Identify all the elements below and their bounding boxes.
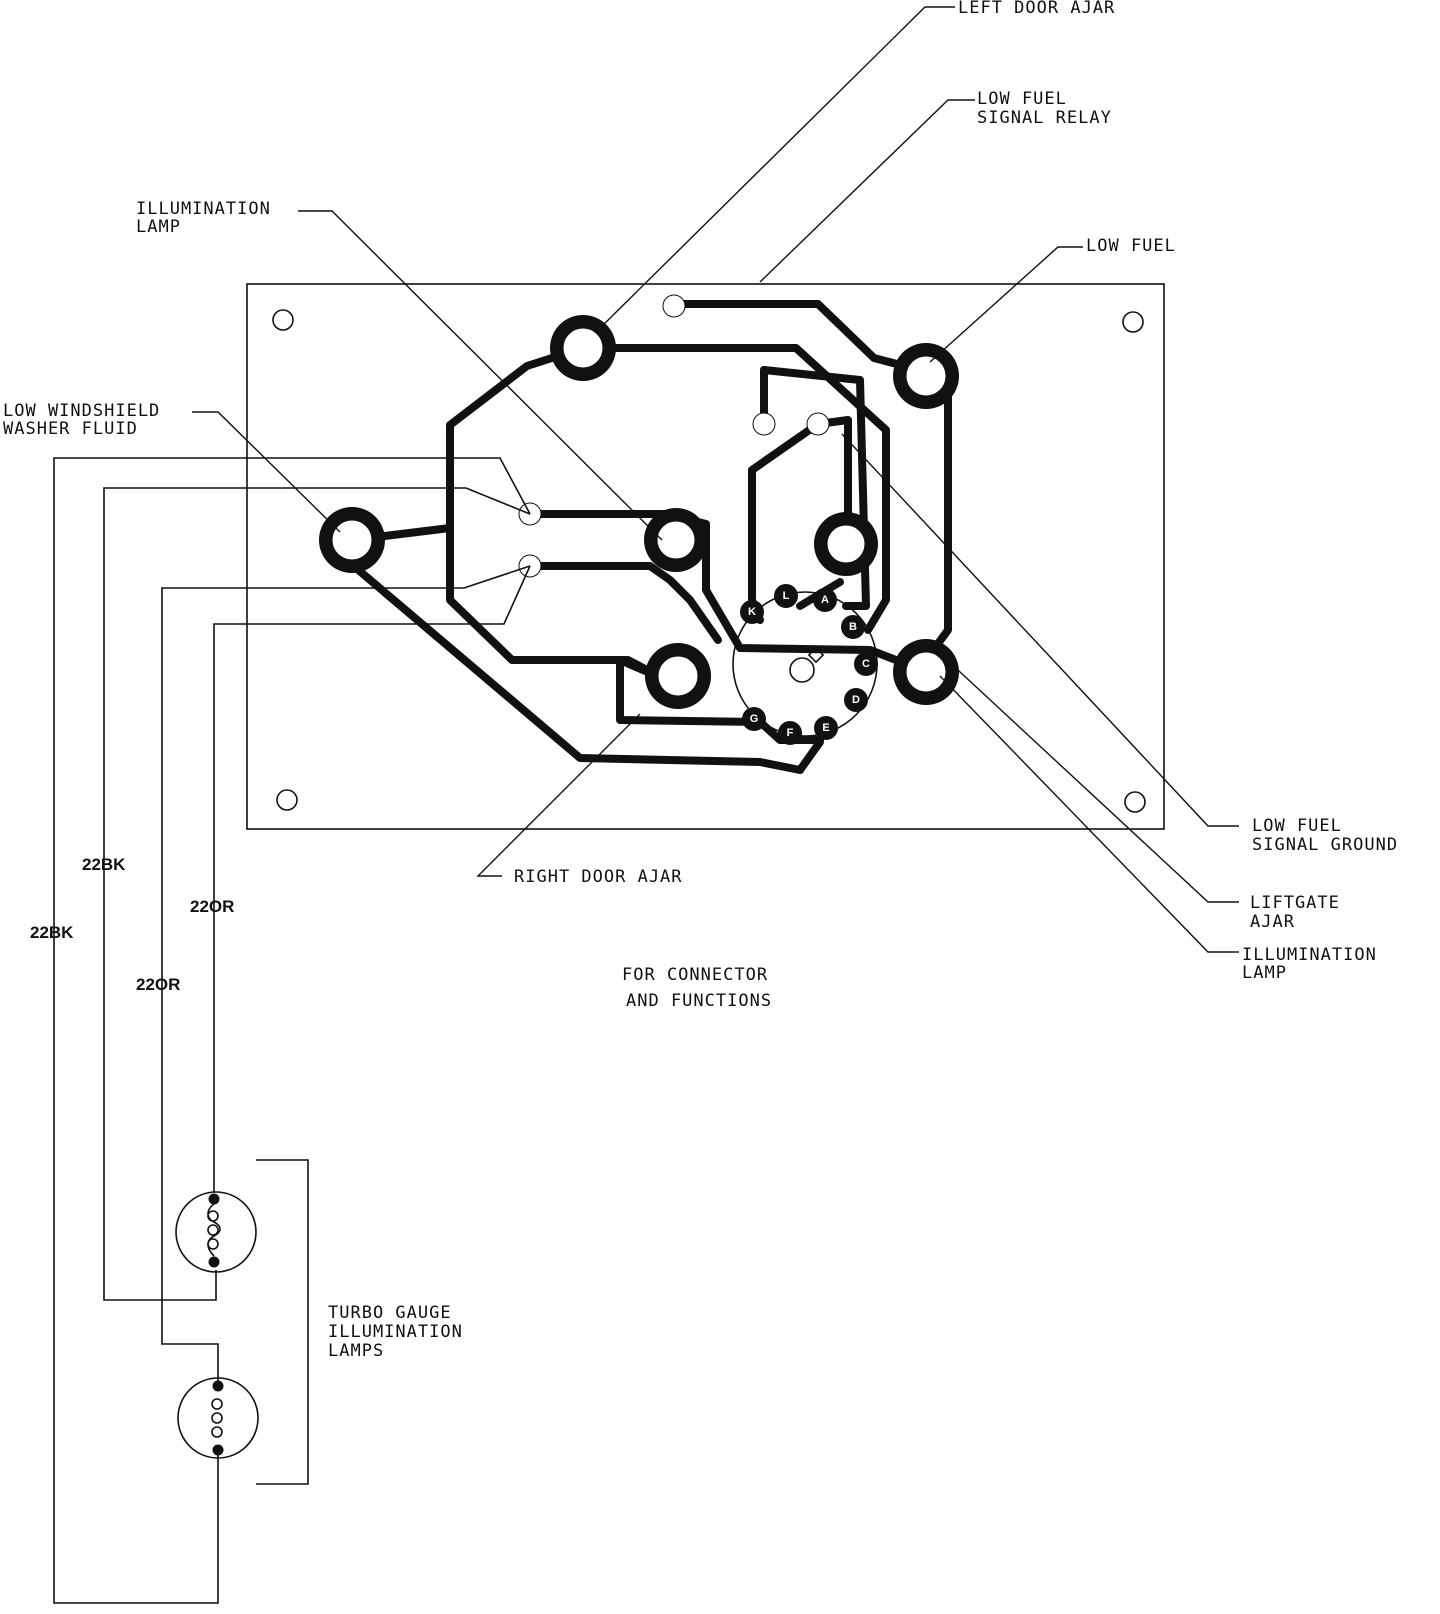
- lamp-wiring: [53, 457, 531, 1604]
- turbo-gauge-lamp-1: [175, 1191, 257, 1273]
- connector-note: FOR CONNECTOR AND FUNCTIONS: [622, 965, 779, 1011]
- connector-pin-label-c: C: [862, 658, 870, 670]
- wire-code-22or-inner: 22OR: [190, 897, 234, 916]
- connector-pin-label-k: K: [748, 606, 756, 618]
- pad-center-illumination: [644, 508, 708, 572]
- label-turbo-gauge-illumination-lamps: TURBO GAUGE ILLUMINATION LAMPS: [328, 1303, 474, 1361]
- connector-pin-l: [774, 584, 798, 608]
- pad-liftgate: [814, 512, 878, 576]
- connector-pin-label-l: L: [783, 590, 790, 602]
- connector-pin-label-f: F: [787, 727, 794, 739]
- connector-pin-a: [813, 588, 837, 612]
- connector-pin-e: [814, 716, 838, 740]
- label-low-fuel: LOW FUEL: [1086, 236, 1176, 256]
- label-left-door-ajar: LEFT DOOR AJAR: [958, 0, 1115, 18]
- wire-code-22or-outer: 22OR: [136, 975, 180, 994]
- label-liftgate-ajar: LIFTGATE AJAR: [1250, 893, 1351, 932]
- connector-pin-k: [740, 600, 764, 624]
- turbo-gauge-lamp-2: [177, 1377, 259, 1459]
- wire-code-22bk-inner: 22BK: [82, 855, 126, 874]
- circuit-board: [246, 283, 1165, 830]
- contact-pads: [319, 315, 959, 709]
- connector-pin-label-a: A: [821, 594, 829, 606]
- label-right-door-ajar: RIGHT DOOR AJAR: [514, 867, 683, 887]
- pad-washer-fluid: [319, 507, 385, 573]
- connector-pin-b: [841, 615, 865, 639]
- pad-low-fuel: [893, 343, 959, 409]
- connector-pin-f: [778, 721, 802, 745]
- label-low-fuel-signal-ground: LOW FUEL SIGNAL GROUND: [1252, 816, 1398, 855]
- pad-signal-ground: [893, 639, 959, 705]
- connector-pin-c: [854, 652, 878, 676]
- small-pads: [518, 294, 830, 578]
- label-illumination-lamp-right: ILLUMINATION LAMP: [1242, 945, 1388, 983]
- connector-pin-label-g: G: [750, 713, 759, 725]
- connector-pin-d: [844, 688, 868, 712]
- connector-pin-label-b: B: [849, 621, 857, 633]
- connector-pin-label-d: D: [852, 694, 860, 706]
- label-low-fuel-signal-relay: LOW FUEL SIGNAL RELAY: [977, 89, 1112, 128]
- pad-right-door-ajar: [645, 643, 711, 709]
- pad-left-door-ajar: [550, 315, 616, 381]
- connector-pin-g: [742, 707, 766, 731]
- wire-code-22bk-outer: 22BK: [30, 923, 74, 942]
- connector-pins: L A B C D E F G K: [740, 584, 878, 745]
- leader-lines: [192, 6, 1239, 953]
- lamp-group-bracket: [256, 1159, 309, 1485]
- label-low-windshield-washer-fluid: LOW WINDSHIELD WASHER FLUID: [3, 401, 172, 439]
- mounting-holes: [272, 309, 1146, 813]
- connector-pin-label-e: E: [822, 722, 829, 734]
- label-illumination-lamp-top: ILLUMINATION LAMP: [136, 199, 282, 237]
